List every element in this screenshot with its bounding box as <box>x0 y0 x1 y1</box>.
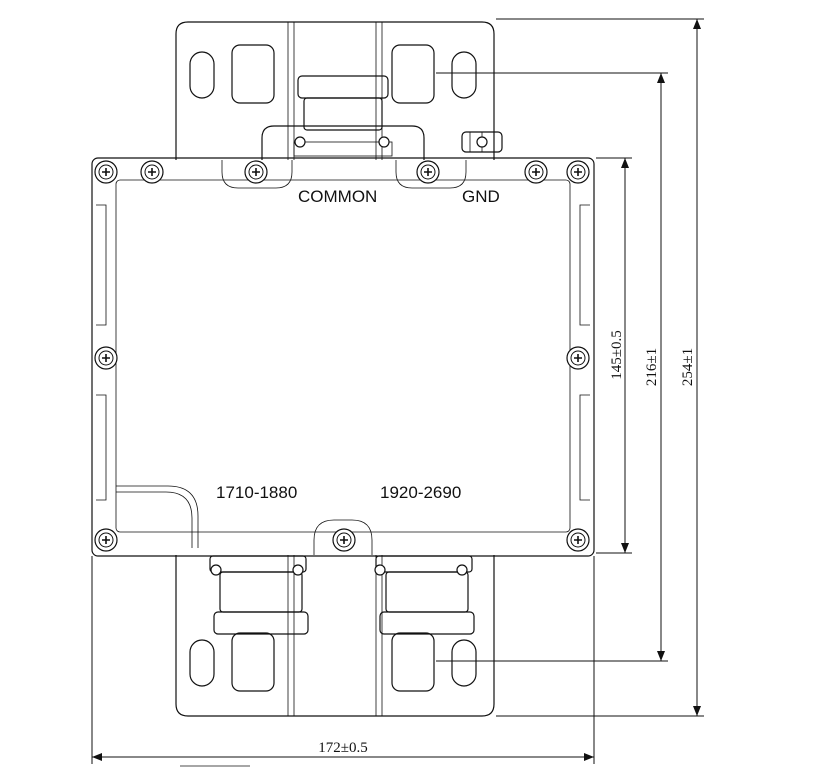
screw-icon <box>476 136 488 148</box>
top-mounting-bracket <box>175 21 495 160</box>
screw-icon <box>332 528 356 552</box>
screw-icon <box>378 136 390 148</box>
dimension-overall-height <box>496 18 704 717</box>
body-width-dimension: 172±0.5 <box>318 740 367 756</box>
overall-height-dimension: 254±1 <box>680 348 696 386</box>
dimension-body-width <box>91 556 595 767</box>
common-connector <box>261 75 425 160</box>
screw-icon <box>94 160 118 184</box>
screw-icon <box>566 528 590 552</box>
dimension-connector-span <box>436 72 668 662</box>
screw-icon <box>456 564 468 576</box>
screw-icon <box>94 528 118 552</box>
bottom-mounting-bracket <box>175 555 495 717</box>
slot-hole <box>189 639 215 687</box>
screw-icon <box>244 160 268 184</box>
band-low-port-label: 1710-1880 <box>216 483 297 502</box>
mount-hole <box>231 44 275 104</box>
screw-icon <box>140 160 164 184</box>
screw-icon <box>566 346 590 370</box>
gnd-port-label: GND <box>462 187 500 206</box>
mount-hole <box>391 44 435 104</box>
band-high-port-label: 1920-2690 <box>380 483 461 502</box>
slot-hole <box>189 51 215 99</box>
port-1920-2690-connector <box>375 555 475 635</box>
screw-icon <box>524 160 548 184</box>
gnd-terminal <box>461 131 503 153</box>
port-1710-1880-connector <box>209 555 309 635</box>
connector-span-dimension: 216±1 <box>644 348 660 386</box>
dimension-body-height <box>596 157 632 554</box>
screw-icon <box>416 160 440 184</box>
screw-icon <box>94 346 118 370</box>
common-port-label: COMMON <box>298 187 377 206</box>
screw-icon <box>294 136 306 148</box>
combiner-body <box>91 157 595 557</box>
slot-hole <box>451 639 477 687</box>
screw-icon <box>210 564 222 576</box>
screw-icon <box>292 564 304 576</box>
screw-icon <box>566 160 590 184</box>
body-height-dimension: 145±0.5 <box>609 330 625 379</box>
screw-icon <box>374 564 386 576</box>
screws <box>94 136 590 576</box>
mount-hole <box>391 632 435 692</box>
mount-hole <box>231 632 275 692</box>
slot-hole <box>451 51 477 99</box>
